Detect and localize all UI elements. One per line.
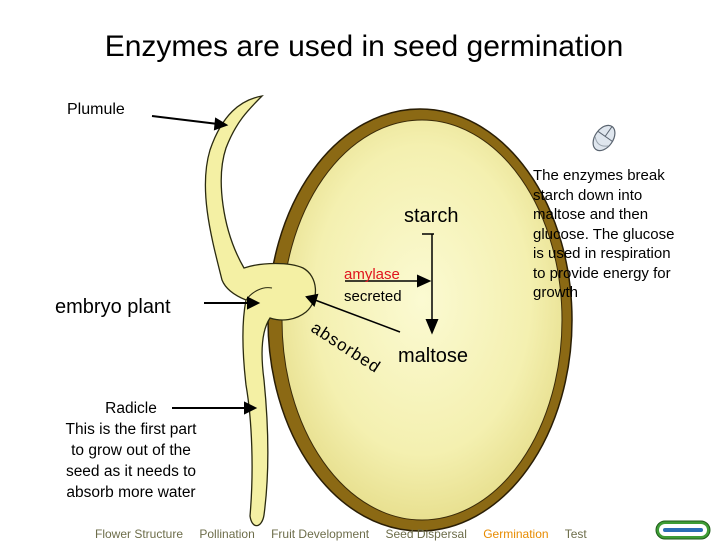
starch-label: starch [404, 205, 459, 227]
secreted-label: secreted [344, 288, 402, 305]
info-text: The enzymes break starch down into malto… [533, 166, 718, 303]
mouse-icon [592, 124, 616, 152]
maltose-label: maltose [398, 345, 469, 367]
amylase-label: amylase [344, 266, 400, 283]
radicle-line: to grow out of the [71, 442, 191, 459]
embryo-plant [204, 94, 317, 527]
radicle-line: absorb more water [66, 484, 196, 501]
nav-link-germination[interactable]: Germination [483, 527, 549, 541]
plumule-label: Plumule [67, 101, 125, 118]
info-line: glucose. The glucose [533, 225, 675, 243]
nav-link-flower-structure[interactable]: Flower Structure [95, 527, 184, 541]
plumule-arrow [151, 115, 219, 125]
nav-link-test[interactable]: Test [564, 527, 587, 541]
info-line: starch down into [533, 186, 643, 204]
endosperm [281, 119, 563, 521]
page-title: Enzymes are used in seed germination [104, 30, 624, 63]
embryo-label: embryo plant [55, 296, 171, 318]
absorbed-arrow [314, 299, 401, 333]
bottom-nav: Flower Structure Pollination Fruit Devel… [95, 527, 600, 541]
info-line: is used in respiration [533, 245, 671, 262]
clickbiology-logo[interactable] [655, 520, 711, 540]
radicle-line: Radicle [105, 400, 157, 417]
radicle-line: This is the first part [65, 421, 197, 438]
info-line: maltose and then [533, 206, 649, 223]
radicle-label: Radicle This is the first part to grow o… [50, 398, 212, 503]
nav-link-seed-dispersal[interactable]: Seed Dispersal [385, 527, 467, 541]
info-line: to provide energy for [533, 264, 671, 282]
info-line: growth [533, 284, 579, 301]
nav-link-fruit-development[interactable]: Fruit Development [271, 527, 370, 541]
radicle-line: seed as it needs to [65, 463, 197, 480]
nav-link-pollination[interactable]: Pollination [199, 527, 255, 541]
info-line: The enzymes break [533, 167, 665, 184]
